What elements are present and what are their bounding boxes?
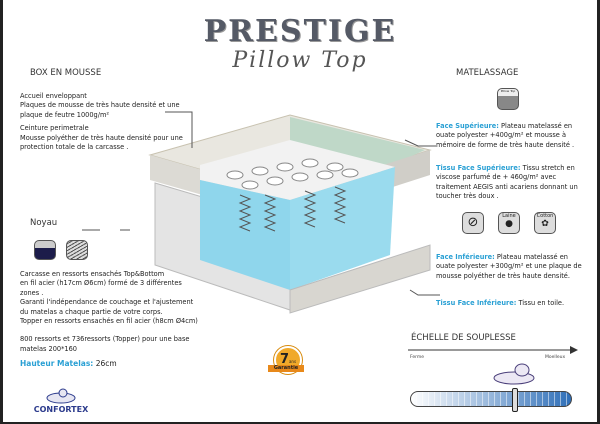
product-title: PRESTIGE bbox=[203, 14, 397, 49]
cotton-icon: Cotton✿ bbox=[534, 212, 556, 234]
tissu-superieure: Tissu Face Supérieure: Tissu stretch en … bbox=[436, 164, 586, 202]
softness-slider-handle[interactable] bbox=[512, 388, 519, 412]
ressorts-line: 800 ressorts et 736ressorts (Topper) pou… bbox=[20, 335, 190, 344]
face-sup-text: Plateau matelassé en ouate polyester +40… bbox=[436, 122, 575, 149]
softness-heading: ÉCHELLE DE SOUPLESSE bbox=[411, 333, 516, 343]
product-subtitle: Pillow Top bbox=[232, 48, 368, 73]
noyau-line: Topper en ressorts ensachés en fil acier… bbox=[20, 317, 198, 326]
face-inf-label: Face Inférieure: bbox=[436, 253, 495, 261]
pillow-top-icon-text: Pillow Top bbox=[500, 89, 516, 93]
softness-min: Ferme bbox=[410, 355, 425, 360]
ressorts-line: matelas 200*160 bbox=[20, 344, 77, 353]
noyau-line: zones . bbox=[20, 288, 44, 297]
tissu-inf-text: Tissu en toile. bbox=[518, 299, 565, 307]
accueil-title: Accueil enveloppant bbox=[20, 92, 87, 100]
mattress-cutaway-illustration bbox=[148, 114, 432, 314]
wool-sheep-icon: Laine● bbox=[498, 212, 520, 234]
pocket-spring-core-icon bbox=[34, 240, 56, 260]
accueil-block: Accueil enveloppant Plaques de mousse de… bbox=[20, 92, 195, 152]
guarantee-years: 7 bbox=[279, 352, 289, 367]
matelassage-heading: MATELASSAGE bbox=[456, 68, 519, 78]
cotton-label: Cotton bbox=[536, 213, 554, 219]
hippo-logo-icon bbox=[46, 388, 76, 404]
accueil-text: Plaques de mousse de très haute densité … bbox=[20, 101, 180, 119]
guarantee-badge: 7ans Garantie bbox=[268, 346, 304, 382]
tissu-inf-label: Tissu Face Inférieure: bbox=[436, 299, 517, 307]
box-heading: BOX EN MOUSSE bbox=[30, 68, 102, 78]
brand-name: CONFORTEX bbox=[33, 405, 89, 414]
ceinture-title: Ceinture perimetrale bbox=[20, 124, 89, 133]
noyau-heading: Noyau bbox=[30, 218, 58, 228]
hauteur-value: 26cm bbox=[95, 359, 117, 369]
face-inf-text: Plateau matelassé en ouate polyester +30… bbox=[436, 253, 582, 280]
noyau-line: Carcasse en ressorts ensachés Top&Bottom bbox=[20, 270, 165, 278]
face-sup-label: Face Supérieure: bbox=[436, 122, 499, 130]
softness-slider[interactable] bbox=[410, 388, 572, 412]
tissu-sup-text: Tissu stretch en viscose parfumé de + 46… bbox=[436, 164, 578, 201]
wool-label: Laine bbox=[502, 213, 516, 219]
guarantee-label: Garantie bbox=[268, 365, 304, 372]
spring-icon bbox=[66, 240, 88, 260]
hauteur-label: Hauteur Matelas: bbox=[20, 359, 94, 369]
noyau-line: en fil acier (h17cm Ø6cm) formé de 3 dif… bbox=[20, 279, 182, 288]
softness-max: Moelleux bbox=[545, 355, 566, 360]
softness-arrow bbox=[408, 346, 578, 354]
noyau-line: Garanti l'indépendance de couchage et l'… bbox=[20, 298, 194, 307]
noyau-text: Carcasse en ressorts ensachés Top&Bottom… bbox=[20, 270, 220, 369]
hippo-mascot-icon bbox=[493, 363, 535, 385]
guarantee-unit: ans bbox=[288, 359, 297, 364]
pillow-top-icon: Pillow Top bbox=[497, 88, 519, 110]
tissu-inferieure: Tissu Face Inférieure: Tissu en toile. bbox=[436, 299, 596, 308]
brand-logo: CONFORTEX bbox=[26, 388, 96, 414]
noyau-line: du matelas a chaque partie de votre corp… bbox=[20, 307, 163, 316]
anti-mite-icon: ⊘ bbox=[462, 212, 484, 234]
face-inferieure: Face Inférieure: Plateau matelassé en ou… bbox=[436, 253, 586, 281]
face-superieure: Face Supérieure: Plateau matelassé en ou… bbox=[436, 122, 586, 150]
tissu-sup-label: Tissu Face Supérieure: bbox=[436, 164, 521, 172]
ceinture-text: Mousse polyéther de très haute densité p… bbox=[20, 133, 183, 152]
